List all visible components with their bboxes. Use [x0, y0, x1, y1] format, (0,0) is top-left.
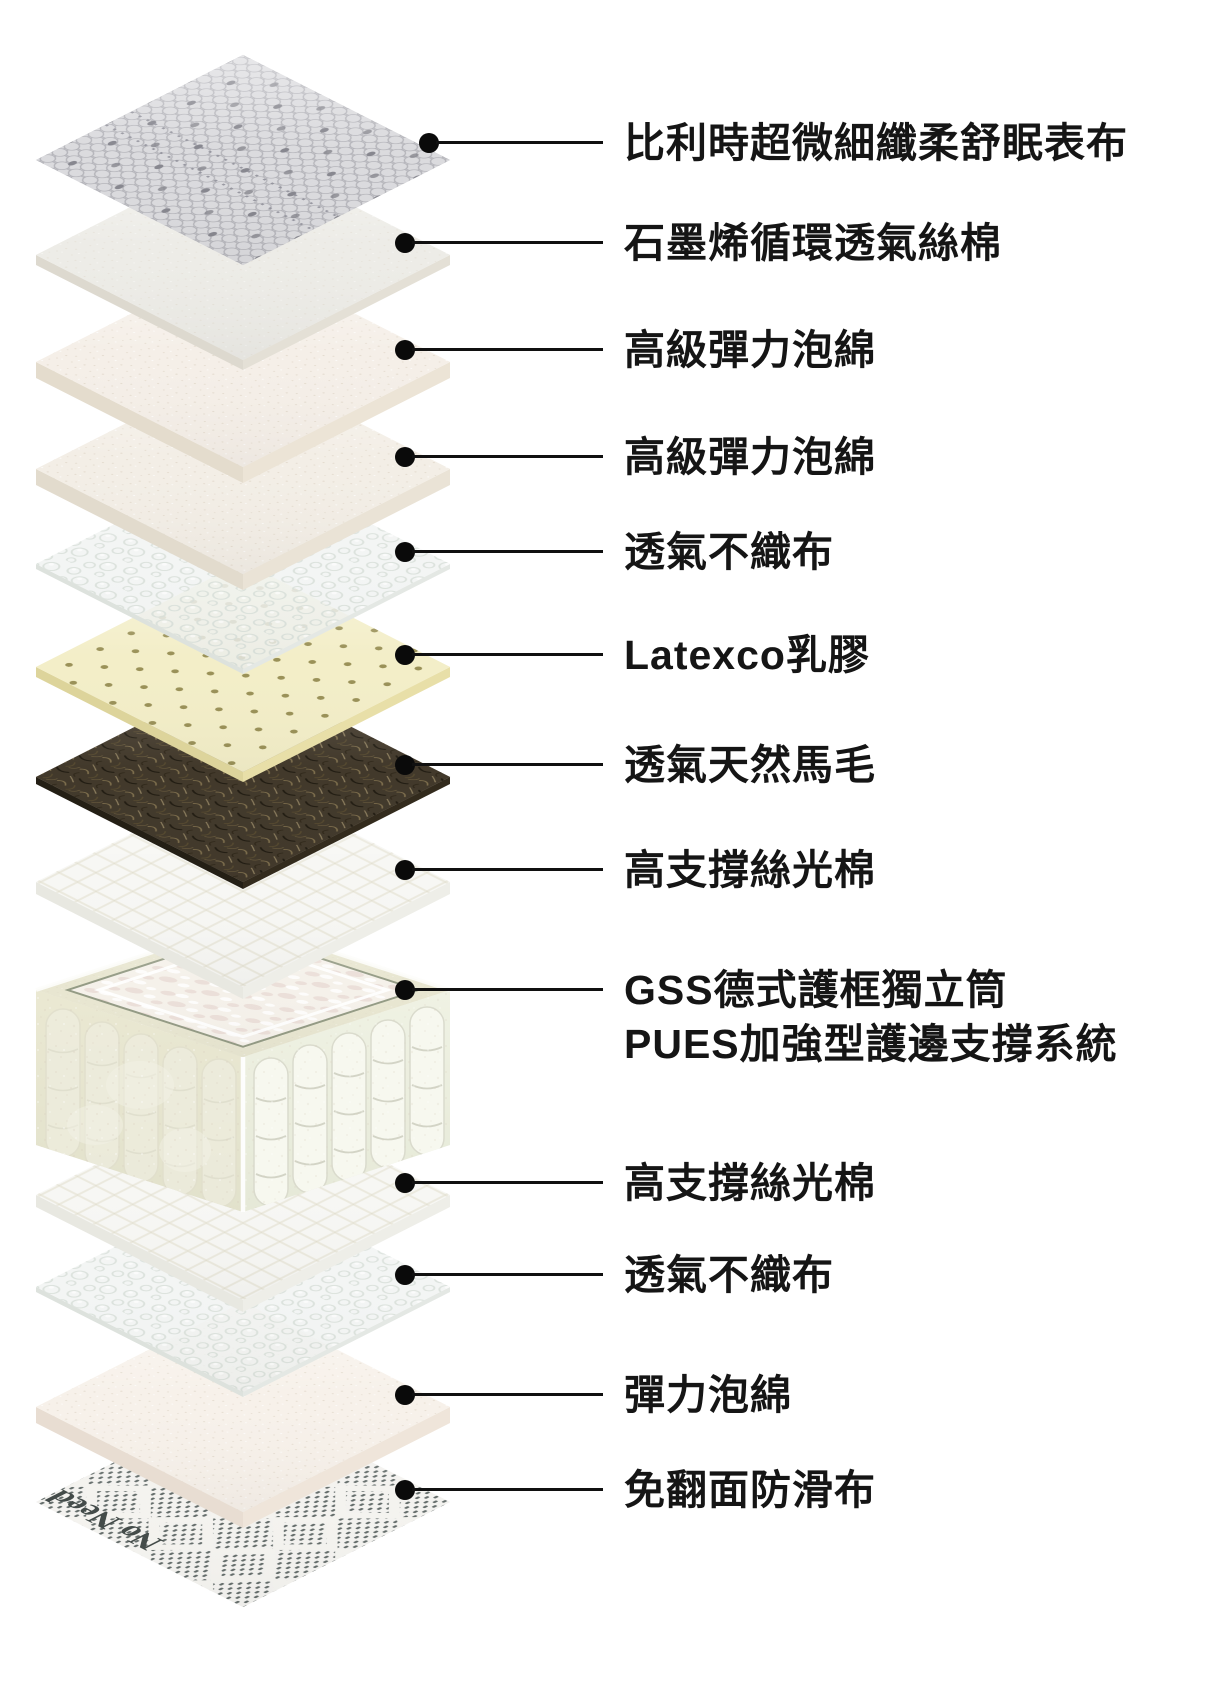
layer-label: 石墨烯循環透氣絲棉 — [624, 220, 1002, 266]
layer-callout-1: 比利時超微細纖柔舒眠表布 — [0, 116, 1232, 170]
callout-dot-icon — [395, 1265, 415, 1285]
callout-dot-icon — [395, 980, 415, 1000]
callout-line — [412, 763, 603, 766]
callout-line — [436, 141, 603, 144]
callout-line — [412, 1181, 603, 1184]
layer-callout-8: 高支撐絲光棉 — [0, 843, 1232, 897]
layer-label: 高級彈力泡綿 — [624, 327, 876, 373]
callout-dot-icon — [395, 1480, 415, 1500]
layer-callout-6: Latexco乳膠 — [0, 628, 1232, 682]
callout-line — [412, 1393, 603, 1396]
layer-label: Latexco乳膠 — [624, 632, 870, 678]
layer-label: 高級彈力泡綿 — [624, 434, 876, 480]
callout-line — [412, 241, 603, 244]
layer-label: 透氣不織布 — [624, 529, 834, 575]
layer-label: 透氣天然馬毛 — [624, 742, 876, 788]
callout-dot-icon — [395, 542, 415, 562]
layer-callout-10: 高支撐絲光棉 — [0, 1156, 1232, 1210]
layer-callout-4: 高級彈力泡綿 — [0, 430, 1232, 484]
callout-dot-icon — [395, 860, 415, 880]
callout-line — [412, 653, 603, 656]
layer-callout-7: 透氣天然馬毛 — [0, 738, 1232, 792]
layer-label: GSS德式護框獨立筒 PUES加強型護邊支撐系統 — [624, 967, 1118, 1067]
layer-callout-5: 透氣不織布 — [0, 525, 1232, 579]
callout-dot-icon — [395, 645, 415, 665]
callout-line — [412, 348, 603, 351]
layer-callout-11: 透氣不織布 — [0, 1248, 1232, 1302]
layer-callout-2: 石墨烯循環透氣絲棉 — [0, 216, 1232, 270]
layer-label: 高支撐絲光棉 — [624, 1160, 876, 1206]
layer-label: 透氣不織布 — [624, 1252, 834, 1298]
layer-label: 比利時超微細纖柔舒眠表布 — [624, 120, 1128, 166]
callout-dot-icon — [395, 447, 415, 467]
callout-dot-icon — [419, 133, 439, 153]
layer-label: 免翻面防滑布 — [624, 1467, 876, 1513]
callout-line — [412, 1488, 603, 1491]
callout-line — [412, 868, 603, 871]
layer-callout-12: 彈力泡綿 — [0, 1368, 1232, 1422]
callout-dot-icon — [395, 233, 415, 253]
callout-dot-icon — [395, 1173, 415, 1193]
layer-label: 高支撐絲光棉 — [624, 847, 876, 893]
callout-line — [412, 988, 603, 991]
callout-line — [412, 550, 603, 553]
callout-dot-icon — [395, 340, 415, 360]
layer-callout-3: 高級彈力泡綿 — [0, 323, 1232, 377]
layer-callout-9: GSS德式護框獨立筒 PUES加強型護邊支撐系統 — [0, 963, 1232, 1067]
callout-dot-icon — [395, 755, 415, 775]
layer-label: 彈力泡綿 — [624, 1372, 792, 1418]
callout-line — [412, 455, 603, 458]
callout-line — [412, 1273, 603, 1276]
callout-dot-icon — [395, 1385, 415, 1405]
layer-callout-13: 免翻面防滑布 — [0, 1463, 1232, 1517]
